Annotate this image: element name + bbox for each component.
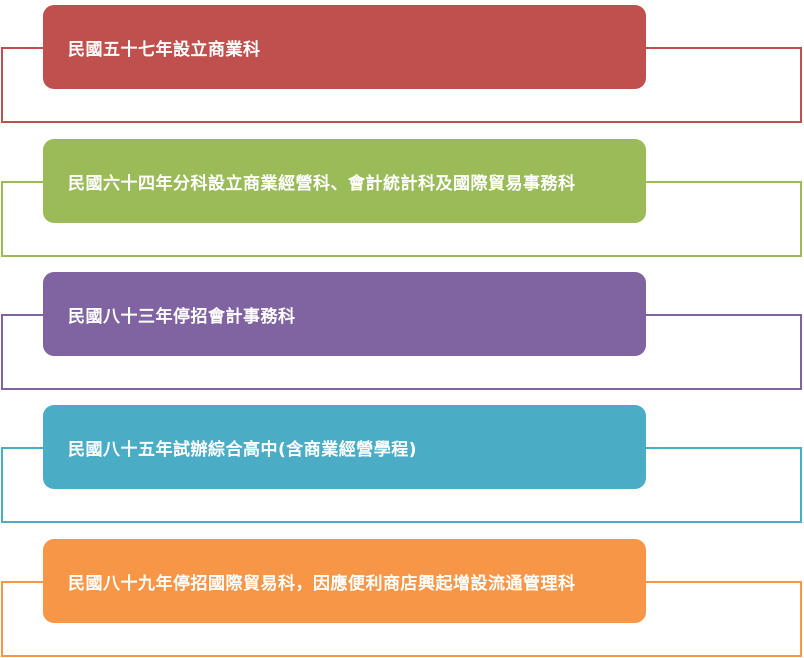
step-box-4: 民國八十五年試辦綜合高中(含商業經營學程) (43, 405, 646, 489)
step-frame-1 (1, 47, 802, 123)
step-box-5: 民國八十九年停招國際貿易科，因應便利商店興起增設流通管理科 (43, 539, 646, 623)
step-connector-right-5 (646, 581, 802, 583)
step-connector-left-3 (1, 314, 43, 316)
step-frame-3 (1, 314, 802, 390)
step-connector-right-3 (646, 314, 802, 316)
step-connector-left-5 (1, 581, 43, 583)
step-box-1: 民國五十七年設立商業科 (43, 5, 646, 89)
step-connector-left-4 (1, 447, 43, 449)
step-box-3: 民國八十三年停招會計事務科 (43, 272, 646, 356)
step-frame-5 (1, 581, 802, 657)
step-label: 民國八十三年停招會計事務科 (68, 306, 296, 327)
step-frame-4 (1, 447, 802, 523)
step-connector-left-2 (1, 181, 43, 183)
step-label: 民國八十九年停招國際貿易科，因應便利商店興起增設流通管理科 (68, 573, 576, 594)
step-label: 民國六十四年分科設立商業經營科、會計統計科及國際貿易事務科 (68, 173, 576, 194)
step-connector-right-1 (646, 47, 802, 49)
step-label: 民國八十五年試辦綜合高中(含商業經營學程) (68, 439, 418, 460)
step-frame-2 (1, 181, 802, 257)
step-box-2: 民國六十四年分科設立商業經營科、會計統計科及國際貿易事務科 (43, 139, 646, 223)
step-label: 民國五十七年設立商業科 (68, 39, 261, 60)
step-connector-right-2 (646, 181, 802, 183)
step-connector-right-4 (646, 447, 802, 449)
step-connector-left-1 (1, 47, 43, 49)
